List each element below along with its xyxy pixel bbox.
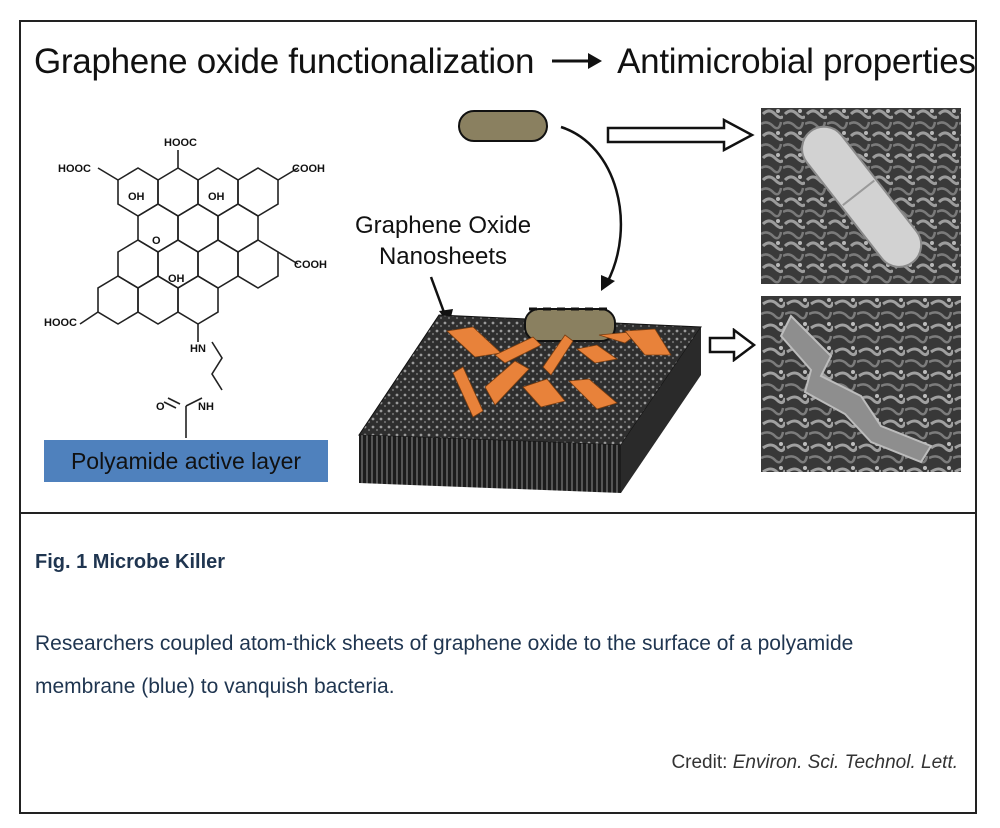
hollow-arrow-icon-top bbox=[606, 118, 755, 152]
hn-label: HN bbox=[190, 343, 206, 355]
nanosheet-6 bbox=[576, 344, 619, 364]
nh-label: NH bbox=[198, 401, 214, 413]
nanosheet-7 bbox=[452, 366, 484, 418]
figure-title: Fig. 1 Microbe Killer bbox=[35, 551, 226, 573]
carbonyl-o-label: O bbox=[156, 401, 165, 413]
graphene-oxide-structure: HOOC HOOC COOH COOH HOOC OH OH OH O HN N… bbox=[44, 137, 327, 438]
nanosheets-label: Graphene Oxide Nanosheets bbox=[333, 210, 553, 272]
nanosheets-label-line2: Nanosheets bbox=[378, 243, 508, 270]
membrane-front-face bbox=[359, 435, 621, 493]
sem-image-damaged-bacterium bbox=[761, 296, 961, 472]
oh-label-2: OH bbox=[208, 191, 225, 203]
membrane-scene bbox=[358, 110, 702, 493]
headline-left: Graphene oxide functionalization bbox=[34, 42, 535, 81]
nanosheet-2 bbox=[494, 336, 542, 364]
hooc-bottom-label: HOOC bbox=[44, 317, 77, 329]
figure-caption: Researchers coupled atom-thick sheets of… bbox=[35, 632, 854, 698]
nanosheet-5 bbox=[624, 328, 672, 356]
pointer-arrow-icon bbox=[429, 276, 447, 316]
oh-label-1: OH bbox=[128, 191, 145, 203]
right-arrow-icon bbox=[550, 42, 604, 82]
attached-bacterium-icon bbox=[524, 308, 616, 342]
nanosheet-8 bbox=[484, 360, 530, 406]
nanosheet-10 bbox=[568, 378, 618, 410]
hooc-top-label: HOOC bbox=[164, 137, 197, 149]
bacterium-icon bbox=[458, 110, 548, 142]
nanosheet-3 bbox=[542, 334, 574, 376]
credit-source: Environ. Sci. Technol. Lett. bbox=[732, 752, 958, 773]
cooh-right-mid-label: COOH bbox=[294, 259, 327, 271]
nanosheets-label-line1: Graphene Oxide bbox=[354, 212, 532, 239]
figure-divider bbox=[19, 512, 977, 514]
hollow-arrow-icon-bottom bbox=[708, 328, 757, 362]
cooh-right-top-label: COOH bbox=[292, 163, 325, 175]
sem-image-intact-bacterium bbox=[761, 108, 961, 284]
figure-headline: Graphene oxide functionalization Antimic… bbox=[34, 42, 976, 82]
membrane-side-face bbox=[621, 327, 701, 493]
figure-credit: Credit: Environ. Sci. Technol. Lett. bbox=[671, 752, 958, 774]
epoxy-o-label: O bbox=[152, 235, 161, 247]
oh-label-3: OH bbox=[168, 273, 185, 285]
headline-right: Antimicrobial properties bbox=[617, 42, 976, 81]
hooc-left-label: HOOC bbox=[58, 163, 91, 175]
credit-prefix: Credit: bbox=[671, 752, 733, 773]
nanosheet-9 bbox=[522, 378, 566, 408]
polyamide-active-layer: Polyamide active layer bbox=[44, 440, 328, 482]
curved-arrow-icon bbox=[560, 125, 623, 284]
